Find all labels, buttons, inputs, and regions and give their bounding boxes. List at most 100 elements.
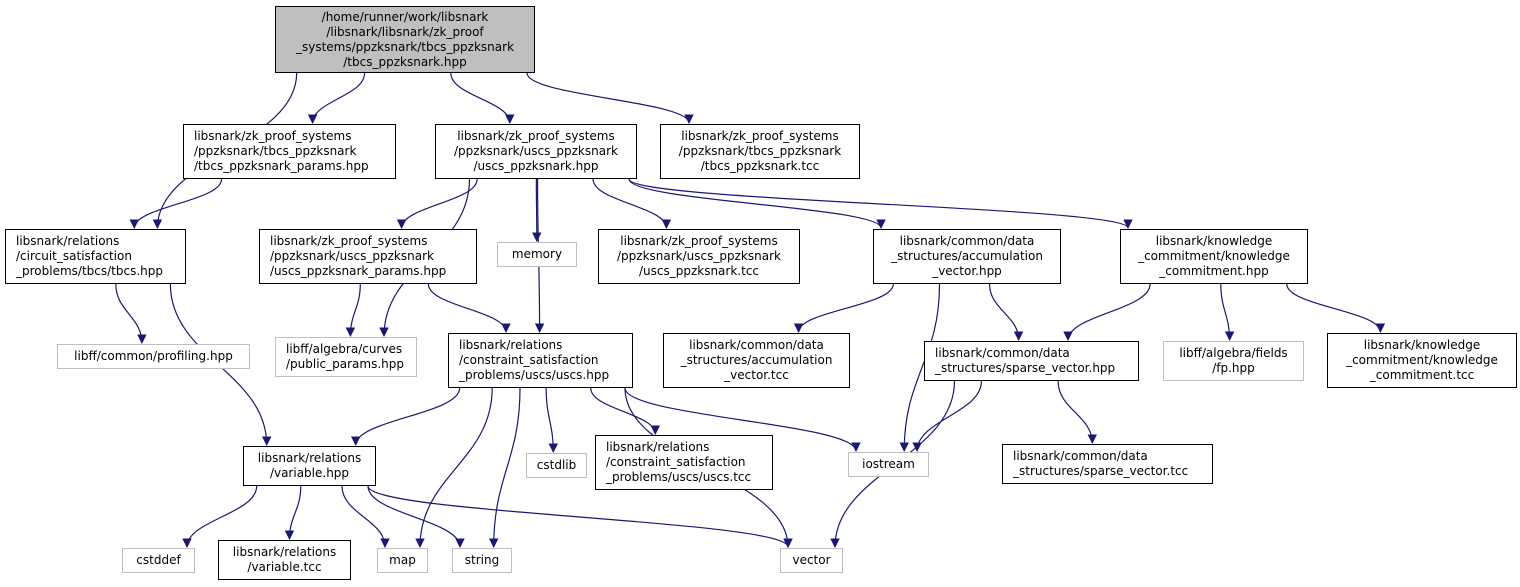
node-label-line: _problems/tbcs/tbcs.hpp: [16, 264, 163, 278]
edge-uscs-hpp-to-variable-hpp: [350, 387, 461, 446]
node-label-line: libsnark/relations: [257, 451, 362, 465]
node-label-line: libff/common/profiling.hpp: [74, 349, 233, 363]
node-public-params: libff/algebra/curves/public_params.hpp: [275, 337, 417, 377]
node-vector: vector: [780, 548, 843, 573]
node-map: map: [377, 548, 428, 573]
edge-root-to-uscs-ppzksnark-hpp: [450, 72, 515, 124]
edge-kc-hpp-to-sparse-hpp: [1063, 283, 1151, 341]
node-label-line: /variable.hpp: [269, 466, 350, 480]
node-uscs-ppzksnark-tcc[interactable]: libsnark/zk_proof_systems/ppzksnark/uscs…: [598, 229, 800, 284]
node-label-line: libsnark/zk_proof_systems: [270, 234, 428, 248]
node-tbcs-hpp[interactable]: libsnark/relations/circuit_satisfaction_…: [5, 229, 186, 284]
edge-variable-hpp-to-variable-tcc: [284, 485, 302, 540]
node-label-line: libsnark/common/data: [689, 338, 824, 352]
node-label-line: _structures/sparse_vector.hpp: [935, 361, 1116, 375]
node-label-line: map: [389, 553, 416, 567]
node-label-line: _problems/uscs/uscs.hpp: [459, 368, 610, 382]
node-label-line: /ppzksnark/uscs_ppzksnark: [617, 249, 781, 263]
node-label-line: _structures/sparse_vector.tcc: [1013, 464, 1189, 478]
node-label-line: /ppzksnark/tbcs_ppzksnark: [194, 144, 357, 158]
node-variable-tcc[interactable]: libsnark/relations/variable.tcc: [218, 540, 351, 580]
node-label-line: libsnark/zk_proof_systems: [620, 234, 778, 248]
node-label-line: /constraint_satisfaction: [606, 455, 746, 469]
edge-variable-hpp-to-map: [341, 485, 390, 548]
node-uscs-params[interactable]: libsnark/zk_proof_systems/ppzksnark/uscs…: [259, 229, 477, 284]
node-label-line: libsnark/common/data: [935, 346, 1070, 360]
edge-uscs-hpp-to-map: [415, 387, 493, 548]
node-label-line: libsnark/zk_proof_systems: [681, 129, 839, 143]
edge-kc-hpp-to-fp: [1220, 283, 1235, 341]
node-label-line: libsnark/relations: [606, 440, 710, 454]
edge-kc-hpp-to-kc-tcc: [1286, 283, 1386, 333]
node-cstddef: cstddef: [122, 548, 195, 573]
node-label-line: /ppzksnark/tbcs_ppzksnark: [678, 144, 842, 158]
node-label-line: _vector.hpp: [932, 264, 1002, 278]
node-label-line: /tbcs_ppzksnark.tcc: [700, 159, 820, 173]
node-label-line: libsnark/zk_proof_systems: [457, 129, 615, 143]
node-label-line: memory: [511, 247, 563, 261]
node-accum-tcc[interactable]: libsnark/common/data_structures/accumula…: [663, 333, 850, 388]
edge-uscs-ppzksnark-hpp-to-uscs-params: [396, 178, 478, 229]
node-sparse-tcc[interactable]: libsnark/common/data_structures/sparse_v…: [1002, 444, 1213, 484]
node-label-line: libff/algebra/fields: [1179, 346, 1288, 360]
edge-uscs-ppzksnark-hpp-to-uscs-ppzksnark-tcc: [592, 178, 672, 229]
node-label-line: /ppzksnark/uscs_ppzksnark: [270, 249, 434, 263]
edge-accum-hpp-to-accum-tcc: [793, 283, 894, 333]
node-accum-hpp[interactable]: libsnark/common/data_structures/accumula…: [873, 229, 1061, 284]
node-label-line: cstddef: [136, 553, 181, 567]
node-label-line: /libsnark/libsnark/zk_proof: [326, 24, 484, 39]
node-label-line: _systems/ppzksnark/tbcs_ppzksnark: [295, 39, 515, 54]
node-label-line: _structures/accumulation: [891, 249, 1043, 263]
node-root[interactable]: /home/runner/work/libsnark/libsnark/libs…: [275, 6, 535, 73]
node-uscs-tcc[interactable]: libsnark/relations/constraint_satisfacti…: [595, 435, 773, 490]
node-label-line: libsnark/common/data: [1013, 449, 1148, 463]
node-variable-hpp[interactable]: libsnark/relations/variable.hpp: [243, 446, 376, 486]
edge-uscs-hpp-to-uscs-tcc: [590, 387, 661, 435]
node-tbcs-tcc[interactable]: libsnark/zk_proof_systems/ppzksnark/tbcs…: [660, 124, 860, 179]
node-label-line: /public_params.hpp: [286, 357, 405, 371]
node-cstdlib: cstdlib: [526, 453, 587, 478]
node-kc-tcc[interactable]: libsnark/knowledge_commitment/knowledge_…: [1327, 333, 1517, 388]
edge-accum-hpp-to-iostream: [899, 283, 941, 452]
node-label-line: /uscs_ppzksnark.tcc: [638, 264, 760, 278]
edge-sparse-hpp-to-sparse-tcc: [1057, 380, 1098, 444]
node-label-line: libsnark/knowledge: [1155, 234, 1273, 248]
node-label-line: libsnark/relations: [16, 234, 120, 248]
node-label-line: libsnark/relations: [459, 338, 563, 352]
node-label-line: libsnark/common/data: [899, 234, 1035, 248]
node-label-line: /tbcs_ppzksnark.hpp: [343, 54, 467, 69]
edge-uscs-hpp-to-iostream: [624, 387, 861, 452]
node-sparse-hpp[interactable]: libsnark/common/data_structures/sparse_v…: [924, 341, 1139, 381]
node-label-line: /fp.hpp: [1212, 361, 1255, 375]
node-label-line: _commitment.tcc: [1369, 368, 1475, 382]
node-uscs-ppzksnark-hpp[interactable]: libsnark/zk_proof_systems/ppzksnark/uscs…: [435, 124, 637, 179]
node-tbcs-params[interactable]: libsnark/zk_proof_systems/ppzksnark/tbcs…: [183, 124, 396, 179]
node-label-line: /constraint_satisfaction: [459, 353, 599, 367]
node-label-line: /variable.tcc: [247, 560, 322, 574]
node-label-line: string: [464, 553, 500, 567]
node-label-line: libsnark/zk_proof_systems: [194, 129, 352, 143]
node-label-line: /tbcs_ppzksnark_params.hpp: [194, 159, 369, 173]
node-label-line: _vector.tcc: [724, 368, 789, 382]
node-iostream: iostream: [848, 452, 929, 477]
node-uscs-hpp[interactable]: libsnark/relations/constraint_satisfacti…: [448, 333, 633, 388]
edge-tbcs-hpp-to-profiling: [115, 283, 147, 344]
edge-uscs-hpp-to-cstdlib: [545, 387, 559, 453]
node-fp: libff/algebra/fields/fp.hpp: [1163, 341, 1304, 381]
node-kc-hpp[interactable]: libsnark/knowledge_commitment/knowledge_…: [1120, 229, 1308, 284]
edge-variable-hpp-to-vector: [367, 485, 793, 548]
node-profiling: libff/common/profiling.hpp: [57, 344, 250, 369]
edge-uscs-ppzksnark-hpp-to-kc-hpp: [628, 178, 1133, 229]
node-memory: memory: [497, 242, 577, 267]
node-string: string: [452, 548, 512, 573]
edge-uscs-params-to-uscs-hpp: [427, 283, 511, 333]
node-label-line: _commitment/knowledge: [1138, 249, 1290, 263]
node-label-line: iostream: [862, 457, 915, 471]
node-label-line: /uscs_ppzksnark.hpp: [473, 159, 599, 173]
node-label-line: /uscs_ppzksnark_params.hpp: [270, 264, 447, 278]
edge-uscs-params-to-public-params: [345, 283, 361, 337]
edge-variable-hpp-to-cstddef: [182, 485, 258, 548]
node-label-line: /circuit_satisfaction: [16, 249, 132, 263]
